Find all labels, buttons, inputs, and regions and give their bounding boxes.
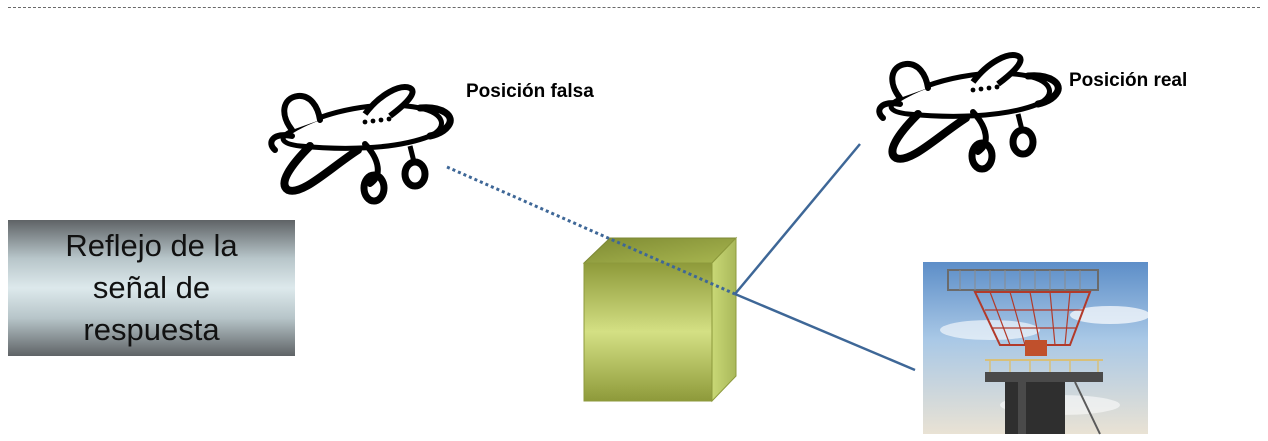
reflecting-obstacle (582, 236, 738, 403)
real-position-label: Posición real (1069, 70, 1188, 91)
top-dashed-divider (8, 7, 1260, 8)
radar-antenna-image (923, 262, 1150, 435)
airplane-real-position-icon (879, 55, 1058, 169)
reflection-box: Reflejo de la señal de respuesta (8, 220, 295, 356)
real-signal-path (734, 143, 861, 295)
false-signal-path (446, 165, 736, 296)
airplane-false-position-icon (271, 87, 450, 201)
reflection-box-text: Reflejo de la señal de respuesta (65, 228, 238, 347)
radar-to-obstacle-path (734, 292, 916, 372)
false-position-label: Posición falsa (466, 81, 594, 102)
